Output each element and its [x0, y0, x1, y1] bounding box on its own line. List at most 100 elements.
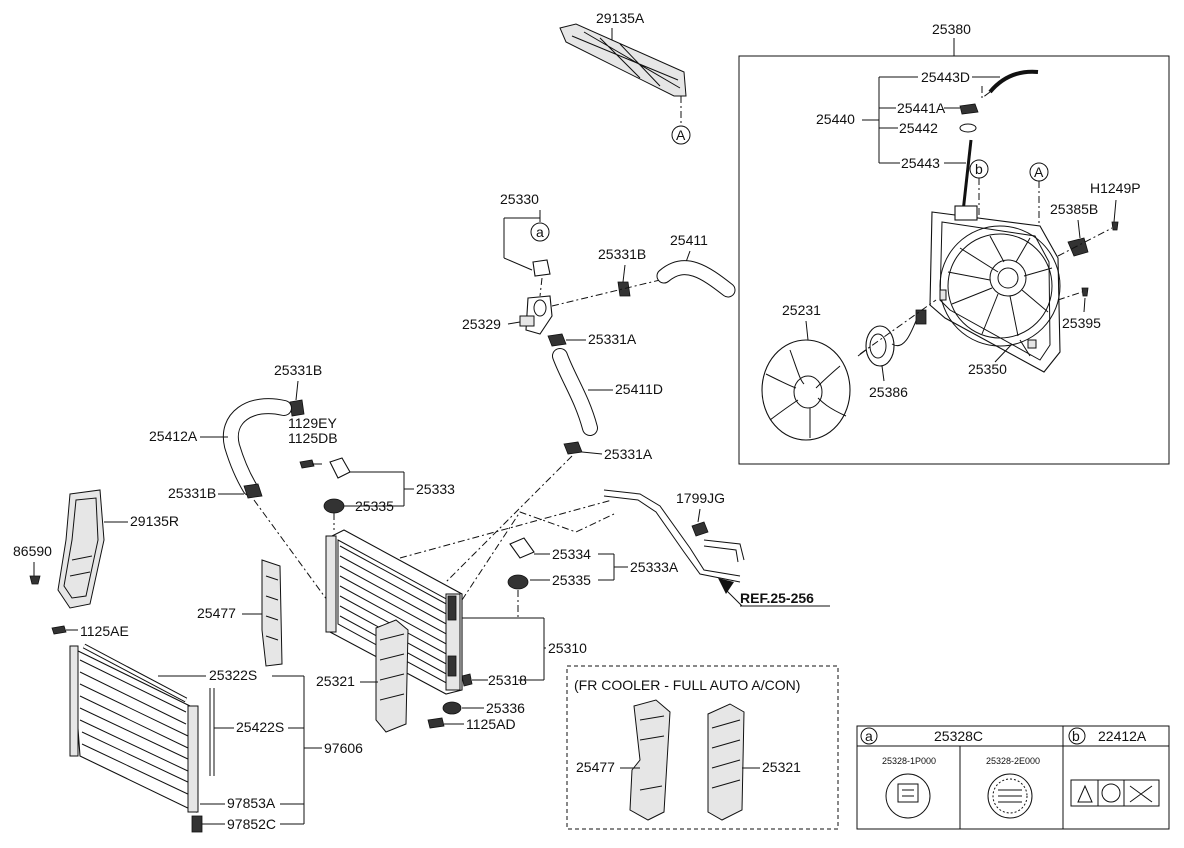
fan-shroud-25350 [929, 205, 1061, 373]
label-25386: 25386 [869, 384, 908, 400]
label-decal-1 [885, 773, 931, 819]
tube-25443 [961, 139, 973, 213]
label-25322S: 25322S [209, 667, 257, 683]
label-25330: 25330 [500, 191, 539, 207]
label-25331B-left: 25331B [274, 362, 322, 378]
clamp-25331B-low [243, 483, 263, 499]
bolt-H1249P [1111, 221, 1119, 231]
air-guard-25321 [375, 619, 409, 733]
label-25329: 25329 [462, 316, 501, 332]
label-86590: 86590 [13, 543, 52, 559]
label-25335-top: 25335 [355, 498, 394, 514]
label-25422S: 25422S [236, 719, 284, 735]
label-97853A: 97853A [227, 795, 276, 811]
label-25333A: 25333A [630, 559, 679, 575]
label-1129EY: 1129EY [288, 415, 337, 431]
legend-a-part: 25328C [934, 728, 983, 744]
label-1125AE: 1125AE [80, 623, 129, 639]
radiator-25310 [325, 529, 463, 695]
label-25443D: 25443D [921, 69, 970, 85]
clamp-25331B-top [617, 281, 631, 297]
ref-25-256: REF.25-256 [718, 578, 830, 607]
label-25336: 25336 [486, 700, 525, 716]
hose-25443D [988, 69, 1039, 94]
fr-label-25477: 25477 [576, 759, 615, 775]
fr-cooler-box [566, 665, 839, 830]
label-1799JG: 1799JG [676, 490, 725, 506]
insulator-25335-top [323, 498, 345, 514]
label-25318: 25318 [488, 672, 527, 688]
fr-air-guard-25477 [629, 699, 671, 821]
insulator-25335-low [507, 574, 529, 590]
callout-A-fan: A [1029, 162, 1049, 232]
label-decal-2 [987, 773, 1033, 819]
label-25477: 25477 [197, 605, 236, 621]
callout-b-upper: b [969, 159, 989, 218]
label-25334: 25334 [552, 546, 591, 562]
label-H1249P: H1249P [1090, 180, 1141, 196]
legend-b-mark: b [1072, 728, 1080, 744]
label-97852C: 97852C [227, 816, 276, 832]
clip-86590 [29, 575, 41, 585]
air-guard-29135A [559, 23, 687, 97]
legend-a-mark: a [865, 728, 873, 744]
label-25350: 25350 [968, 361, 1007, 377]
label-25443: 25443 [901, 155, 940, 171]
label-25335-low: 25335 [552, 572, 591, 588]
legend-a-sub2: 25328-2E000 [986, 756, 1040, 766]
svg-text:a: a [536, 224, 544, 240]
label-25321: 25321 [316, 673, 355, 689]
drain-plug-25318 [461, 673, 473, 687]
label-1125AD: 1125AD [466, 716, 516, 732]
svg-text:A: A [1034, 164, 1044, 180]
svg-text:REF.25-256: REF.25-256 [740, 590, 814, 606]
label-25331B-top: 25331B [598, 246, 646, 262]
callout-a-cap: a [530, 222, 550, 242]
label-25441A: 25441A [897, 100, 946, 116]
label-25231: 25231 [782, 302, 821, 318]
oil-cooler-line [603, 489, 745, 583]
air-guard-29135R [57, 489, 105, 609]
label-25310: 25310 [548, 640, 587, 656]
label-25380: 25380 [932, 21, 971, 37]
insulator-25336 [442, 701, 462, 715]
clamp-25331A-top [547, 333, 567, 347]
label-29135A: 29135A [596, 10, 645, 26]
fan-blade-25231 [761, 339, 851, 441]
label-29135R: 29135R [130, 513, 179, 529]
svg-text:b: b [975, 161, 983, 177]
bracket-25333 [329, 457, 351, 479]
label-25395: 25395 [1062, 315, 1101, 331]
cap-25441A [959, 103, 979, 115]
legend-a-sub1: 25328-1P000 [882, 756, 936, 766]
label-25440: 25440 [816, 111, 855, 127]
clamp-25331A-mid [563, 441, 583, 455]
label-97606: 97606 [324, 740, 363, 756]
label-25331A-mid: 25331A [604, 446, 653, 462]
oring-25442 [959, 123, 977, 133]
bolt-1125DB [299, 459, 315, 469]
cap-25330 [532, 259, 551, 277]
air-guard-25477 [261, 559, 283, 667]
warning-decal-icons [1070, 779, 1160, 807]
label-25411D: 25411D [615, 381, 663, 397]
label-25411: 25411 [670, 232, 708, 248]
resistor-25385B [1067, 237, 1089, 257]
fr-label-25321: 25321 [762, 759, 801, 775]
fr-cooler-title: (FR COOLER - FULL AUTO A/CON) [574, 677, 800, 693]
bracket-25334 [509, 537, 535, 559]
label-25333: 25333 [416, 481, 455, 497]
label-legend-table: a 25328C b 22412A 25328-1P000 25328-2E00… [856, 725, 1170, 830]
label-1125DB: 1125DB [288, 430, 338, 446]
fan-motor-25386 [857, 309, 927, 367]
svg-text:A: A [676, 127, 686, 143]
legend-b-part: 22412A [1098, 728, 1147, 744]
label-25442: 25442 [899, 120, 938, 136]
fr-air-guard-25321 [707, 703, 745, 821]
label-25385B: 25385B [1050, 201, 1098, 217]
filler-neck-25329 [519, 295, 553, 335]
label-25331A-top: 25331A [588, 331, 637, 347]
clamp-25331B-left [289, 399, 305, 417]
label-25412A: 25412A [149, 428, 198, 444]
